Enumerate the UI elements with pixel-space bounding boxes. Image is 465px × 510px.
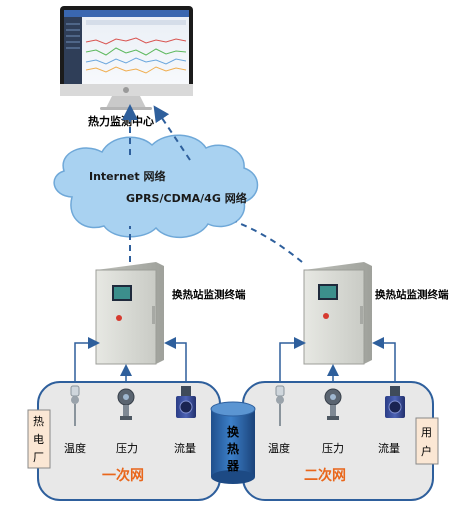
secondary-sensor-label-temperature: 温度: [268, 441, 290, 455]
pressure-sensor-icon-1: [117, 388, 135, 420]
cloud-wireless-label: GPRS/CDMA/4G 网络: [126, 191, 247, 205]
power-plant-char-2: 电: [33, 433, 44, 446]
user-box: [415, 417, 439, 465]
monitoring-center-label: 热力监测中心: [88, 114, 154, 128]
flow-meter-icon-2: [385, 386, 405, 418]
heat-exchanger-char-2: 热: [227, 441, 239, 456]
primary-sensor-label-pressure: 压力: [116, 442, 138, 455]
terminal-cabinet-2: [303, 262, 372, 365]
primary-sensor-label-flow: 流量: [174, 441, 196, 455]
heat-exchanger-char-3: 器: [226, 459, 240, 473]
terminal-1-label: 换热站监测终端: [172, 288, 246, 301]
secondary-sensor-label-pressure: 压力: [322, 442, 344, 455]
link-terminal2-to-cloud: [235, 221, 303, 263]
cloud-shape: [53, 134, 259, 239]
secondary-network-label: 二次网: [304, 467, 346, 484]
user-char-2: 户: [421, 444, 432, 458]
power-plant-char-1: 热: [33, 415, 44, 428]
flow-meter-icon-1: [176, 386, 196, 418]
cloud-internet-label: Internet 网络: [89, 169, 165, 183]
primary-sensor-label-temperature: 温度: [64, 441, 86, 455]
temperature-sensor-icon-1: [70, 385, 80, 426]
terminal-2-label: 换热站监测终端: [375, 288, 449, 301]
monitor-computer: [60, 6, 193, 110]
user-char-1: 用: [421, 426, 432, 439]
communication-links: [122, 104, 303, 263]
terminal-cabinet-1: [95, 262, 164, 365]
primary-network-label: 一次网: [102, 467, 144, 484]
heat-exchanger-char-1: 换: [227, 424, 240, 439]
link-cloud-to-center-right: [153, 105, 191, 161]
power-plant-char-3: 厂: [33, 451, 44, 464]
temperature-sensor-icon-2: [275, 385, 285, 426]
pressure-sensor-icon-2: [324, 388, 342, 420]
power-plant-box: [27, 409, 51, 469]
heat-exchanger: [210, 401, 256, 484]
secondary-sensor-label-flow: 流量: [378, 441, 400, 455]
